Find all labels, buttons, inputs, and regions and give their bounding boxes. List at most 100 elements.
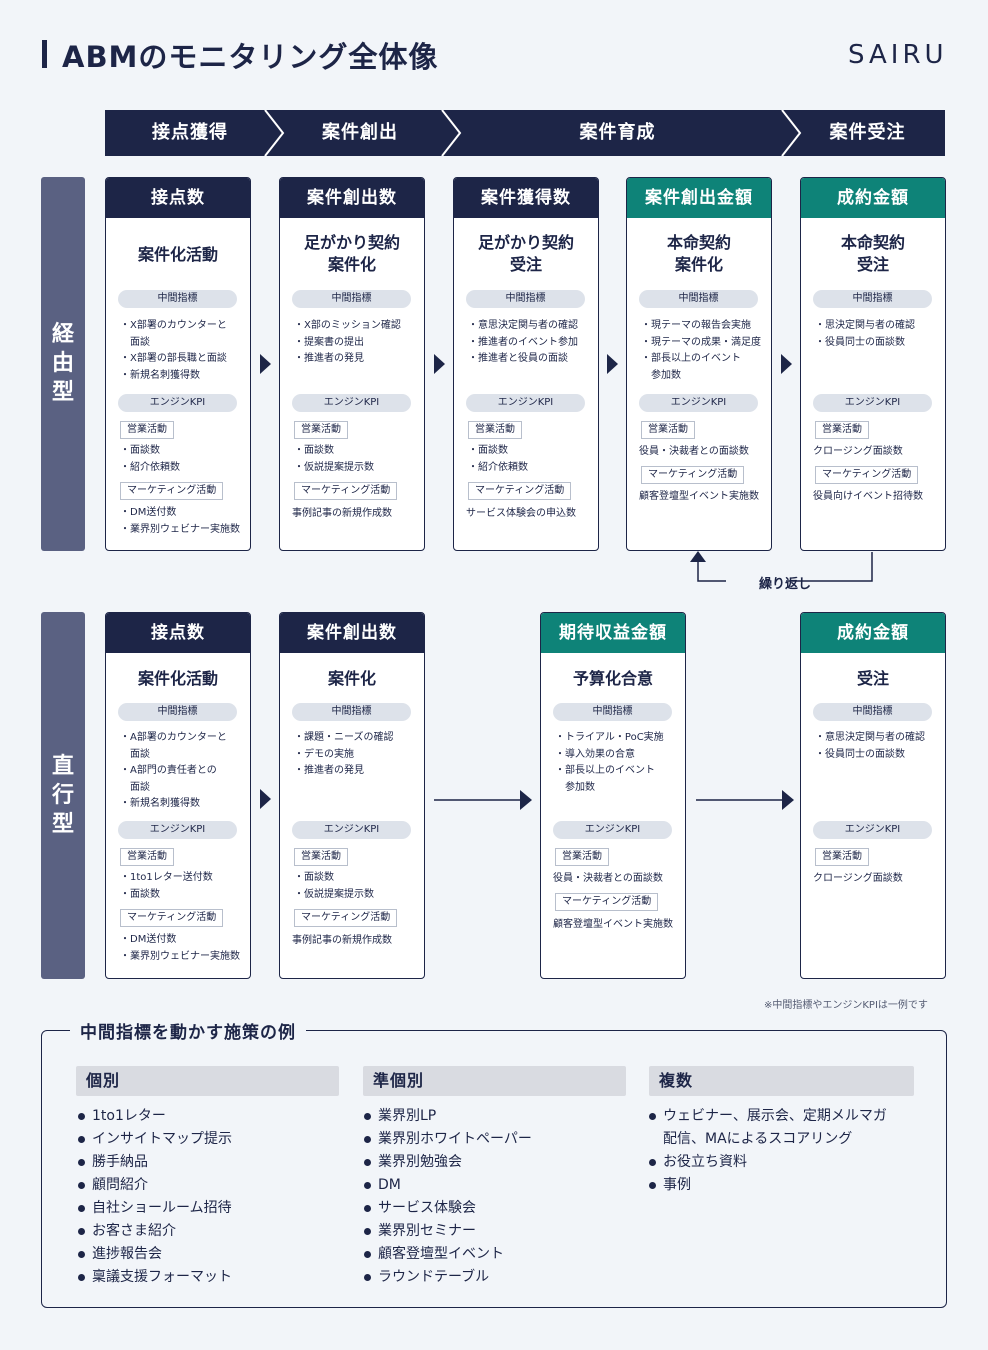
sairu-logo: SAIRU — [848, 40, 948, 70]
list-item: サービス体験会 — [364, 1197, 532, 1220]
mid-indicator-pill: 中間指標 — [466, 290, 585, 308]
mid-indicator-list: ・意思決定関与者の確認 ・役員同士の面談数 — [815, 732, 925, 760]
phase-create: 案件創出 — [322, 122, 398, 143]
sales-item: クロージング面談数 — [813, 873, 903, 884]
sales-tag: 営業活動 — [815, 848, 869, 866]
card-head: 案件創出数 — [280, 178, 424, 218]
list-item: インサイトマップ提示 — [78, 1128, 232, 1151]
category-head-individual: 個別 — [76, 1066, 339, 1096]
marketing-tag: マーケティング活動 — [815, 466, 919, 484]
list-item: お客さま紹介 — [78, 1220, 232, 1243]
engine-kpi-pill: エンジンKPI — [553, 821, 672, 839]
mid-indicator-pill: 中間指標 — [639, 290, 758, 308]
list-item: 稟議支援フォーマット — [78, 1266, 232, 1289]
list-item: 勝手納品 — [78, 1151, 232, 1174]
phase-contact: 接点獲得 — [152, 122, 228, 143]
phase-nurture: 案件育成 — [579, 122, 656, 143]
engine-kpi-pill: エンジンKPI — [813, 394, 932, 412]
measures-box — [41, 1030, 947, 1308]
card-title: 足がかり契約案件化 — [303, 233, 400, 274]
category-list-multiple: ウェビナー、展示会、定期メルマガ 配信、MAによるスコアリング お役立ち資料 事… — [649, 1105, 887, 1197]
mid-indicator-pill: 中間指標 — [118, 703, 237, 721]
list-item: 自社ショールーム招待 — [78, 1197, 232, 1220]
chokko-card-expected-revenue: 期待収益金額 予算化合意 中間指標 ・トライアル・PoC実施 ・導入効果の合意 … — [540, 612, 686, 979]
flow-arrow-icon — [260, 789, 271, 809]
sales-list: ・1to1レター送付数 ・面談数 — [120, 872, 213, 900]
keiyu-card-contacts: 接点数 案件化活動 中間指標 ・X部署のカウンターと 面談 ・X部署の部長職と面… — [105, 177, 251, 551]
mid-indicator-pill: 中間指標 — [813, 703, 932, 721]
keiyu-card-acquire: 案件獲得数 足がかり契約受注 中間指標 ・意思決定関与者の確認 ・推進者のイベン… — [453, 177, 599, 551]
marketing-tag: マーケティング活動 — [555, 893, 659, 911]
title-accent-bar — [42, 40, 47, 68]
mid-indicator-list: ・A部署のカウンターと 面談 ・A部門の責任者との 面談 ・新規名刺獲得数 — [120, 732, 227, 809]
repeat-label: 繰り返し — [759, 577, 812, 592]
chokko-card-deal-amount: 成約金額 受注 中間指標 ・意思決定関与者の確認 ・役員同士の面談数 エンジンK… — [800, 612, 946, 979]
marketing-tag: マーケティング活動 — [294, 909, 398, 927]
sales-tag: 営業活動 — [555, 848, 609, 866]
category-head-multiple: 複数 — [649, 1066, 914, 1096]
marketing-item: 顧客登壇型イベント実施数 — [639, 491, 759, 502]
mid-indicator-list: ・トライアル・PoC実施 ・導入効果の合意 ・部長以上のイベント 参加数 — [555, 732, 664, 793]
mid-indicator-list: ・思決定関与者の確認 ・役員同士の面談数 — [815, 320, 915, 348]
marketing-item: 事例記事の新規作成数 — [292, 508, 392, 519]
mid-indicator-list: ・現テーマの報告会実施 ・現テーマの成果・満足度 ・部長以上のイベント 参加数 — [641, 320, 761, 381]
mid-indicator-pill: 中間指標 — [553, 703, 672, 721]
category-list-semi-individual: 業界別LP 業界別ホワイトペーパー 業界別勉強会 DM サービス体験会 業界別セ… — [364, 1105, 532, 1289]
list-item: 業界別勉強会 — [364, 1151, 532, 1174]
sales-list: ・面談数 ・紹介依頼数 — [120, 445, 180, 473]
sales-list: ・面談数 ・仮説提案提示数 — [294, 445, 374, 473]
chokko-card-contacts: 接点数 案件化活動 中間指標 ・A部署のカウンターと 面談 ・A部門の責任者との… — [105, 612, 251, 979]
marketing-list: ・DM送付数 ・業界別ウェビナー実施数 — [120, 507, 240, 535]
marketing-tag: マーケティング活動 — [641, 466, 745, 484]
card-title: 案件化活動 — [137, 245, 218, 264]
list-item: DM — [364, 1174, 532, 1197]
list-item: 業界別LP — [364, 1105, 532, 1128]
mid-indicator-list: ・X部のミッション確認 ・提案書の提出 ・推進者の発見 — [294, 320, 401, 364]
engine-kpi-pill: エンジンKPI — [292, 821, 411, 839]
flow-long-arrow-icon — [434, 790, 532, 810]
card-title: 受注 — [856, 669, 889, 688]
repeat-loop-arrow — [690, 551, 873, 582]
card-title: 予算化合意 — [572, 669, 653, 688]
marketing-item: 役員向けイベント招待数 — [813, 491, 923, 502]
sales-tag: 営業活動 — [294, 848, 348, 866]
marketing-tag: マーケティング活動 — [294, 482, 398, 500]
list-item: 1to1レター — [78, 1105, 232, 1128]
measures-title: 中間指標を動かす施策の例 — [70, 1018, 306, 1043]
row-label-chokko: 直 行 型 — [41, 612, 85, 979]
sales-tag: 営業活動 — [294, 421, 348, 439]
card-head: 期待収益金額 — [541, 613, 685, 653]
engine-kpi-pill: エンジンKPI — [292, 394, 411, 412]
keiyu-card-creation-amount: 案件創出金額 本命契約案件化 中間指標 ・現テーマの報告会実施 ・現テーマの成果… — [626, 177, 772, 551]
list-item: 顧問紹介 — [78, 1174, 232, 1197]
mid-indicator-pill: 中間指標 — [292, 290, 411, 308]
marketing-list: ・DM送付数 ・業界別ウェビナー実施数 — [120, 934, 240, 962]
card-head: 接点数 — [106, 613, 250, 653]
flow-arrow-icon — [260, 354, 271, 374]
mid-indicator-list: ・X部署のカウンターと 面談 ・X部署の部長職と面談 ・新規名刺獲得数 — [120, 320, 227, 381]
chokko-card-creation: 案件創出数 案件化 中間指標 ・課題・ニーズの確認 ・デモの実施 ・推進者の発見… — [279, 612, 425, 979]
page-title: ABMのモニタリング全体像 — [62, 40, 439, 74]
sales-tag: 営業活動 — [641, 421, 695, 439]
mid-indicator-pill: 中間指標 — [118, 290, 237, 308]
list-item: 業界別ホワイトペーパー — [364, 1128, 532, 1151]
sales-tag: 営業活動 — [120, 421, 174, 439]
mid-indicator-pill: 中間指標 — [813, 290, 932, 308]
engine-kpi-pill: エンジンKPI — [118, 394, 237, 412]
card-head: 成約金額 — [801, 178, 945, 218]
category-head-semi-individual: 準個別 — [363, 1066, 626, 1096]
row-label-keiyu: 経 由 型 — [41, 177, 85, 551]
mid-indicator-list: ・課題・ニーズの確認 ・デモの実施 ・推進者の発見 — [294, 732, 394, 776]
marketing-tag: マーケティング活動 — [468, 482, 572, 500]
engine-kpi-pill: エンジンKPI — [813, 821, 932, 839]
sales-item: クロージング面談数 — [813, 446, 903, 457]
sales-item: 役員・決裁者との面談数 — [639, 446, 749, 457]
list-item: 顧客登壇型イベント — [364, 1243, 532, 1266]
card-title: 案件化 — [327, 669, 376, 688]
sales-tag: 営業活動 — [468, 421, 522, 439]
sales-tag: 営業活動 — [815, 421, 869, 439]
list-item-continued: 配信、MAによるスコアリング — [663, 1131, 853, 1147]
engine-kpi-pill: エンジンKPI — [466, 394, 585, 412]
marketing-item: 事例記事の新規作成数 — [292, 935, 392, 946]
list-item: 業界別セミナー — [364, 1220, 532, 1243]
